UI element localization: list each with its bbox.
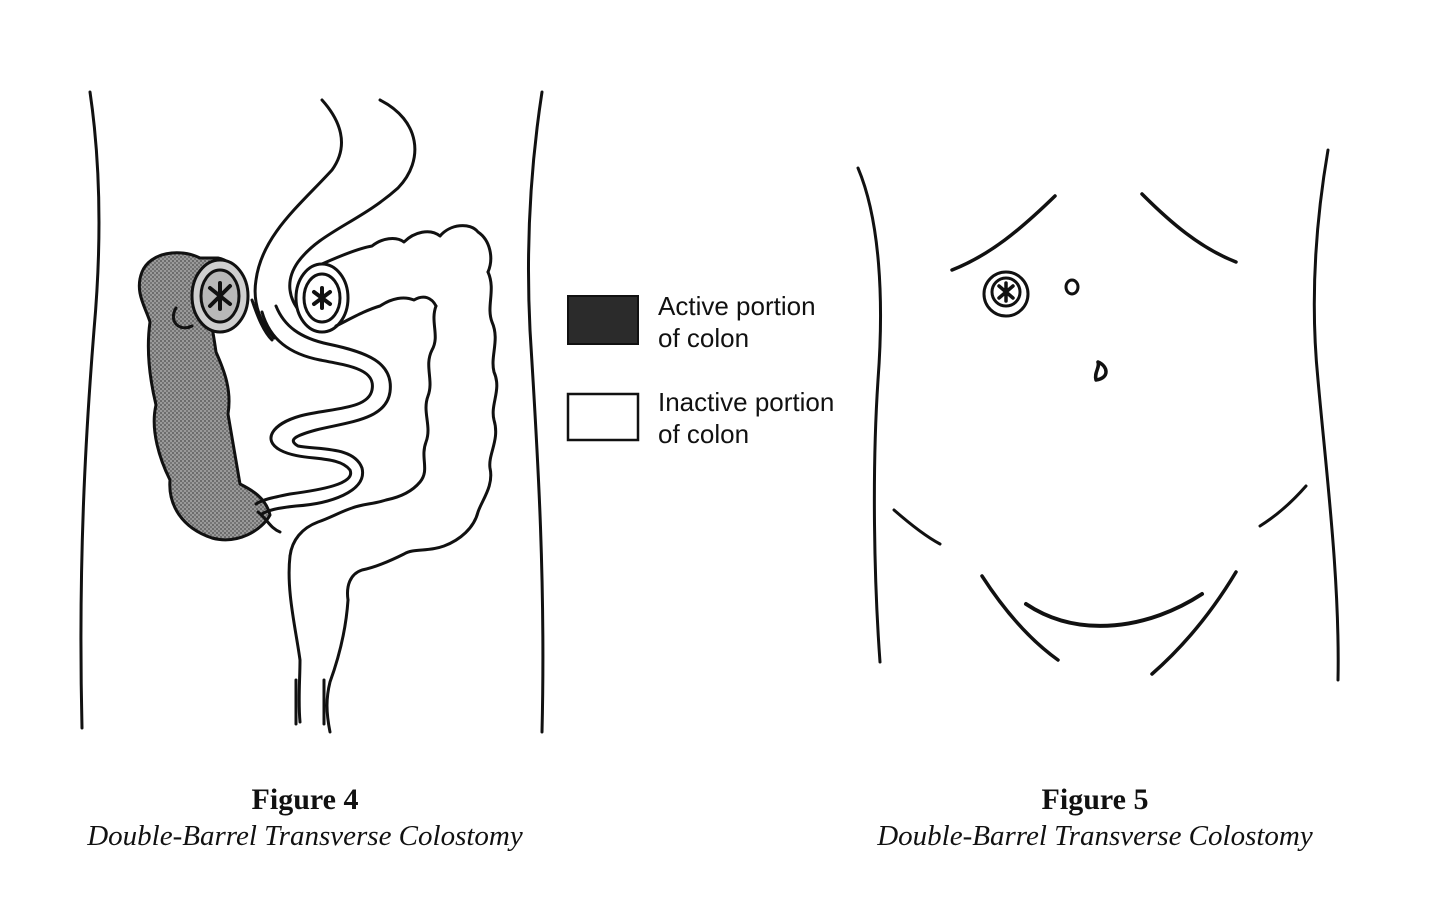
transverse-colon-top [320, 224, 493, 274]
figure-5-subtitle: Double-Barrel Transverse Colostomy [877, 820, 1313, 852]
hip-right [1258, 484, 1308, 528]
figure-4-drawing [79, 90, 545, 734]
intestine-loop-inner [260, 304, 392, 516]
rib-left [950, 194, 1057, 272]
torso-left-outline [856, 166, 883, 664]
intestine-loop-outer [254, 310, 374, 506]
pubic-curve [1024, 592, 1204, 628]
figure-4-caption: Figure 4 Double-Barrel Transverse Colost… [40, 782, 570, 854]
inactive-stoma-mark-icon [312, 286, 332, 310]
groin-right [1150, 570, 1238, 676]
stomach-outline-inner [288, 98, 417, 314]
active-colon-tail [256, 510, 282, 534]
figure-5-drawing [856, 148, 1340, 682]
descending-colon-outer [346, 270, 499, 602]
legend-inactive-swatch [566, 392, 640, 442]
figure-5-caption: Figure 5 Double-Barrel Transverse Colost… [830, 782, 1360, 854]
stoma [982, 270, 1030, 318]
figure-4-title: Figure 4 [251, 783, 359, 816]
legend [566, 295, 640, 442]
figure-4-subtitle: Double-Barrel Transverse Colostomy [87, 820, 523, 852]
legend-active-label: Active portion of colon [658, 291, 816, 353]
stomach-outline [253, 98, 343, 340]
hip-left [892, 508, 942, 546]
active-stoma-mark-icon [208, 281, 232, 311]
rectum-right [325, 598, 350, 734]
transverse-colon-bottom [334, 295, 438, 328]
active-stoma-hook [171, 306, 194, 330]
groin-left [980, 574, 1060, 662]
torso-left-outline [79, 90, 101, 730]
stoma-connector [250, 298, 274, 342]
stoma-mark-icon [997, 281, 1015, 303]
descending-colon-inner [288, 304, 438, 558]
rectum-left [287, 554, 302, 724]
navel [1093, 360, 1108, 382]
rib-right [1140, 192, 1238, 264]
stoma-ring [990, 276, 1022, 308]
legend-active-swatch [567, 295, 639, 345]
figure-5-title: Figure 5 [1041, 783, 1149, 816]
torso-right-outline [1312, 148, 1340, 682]
inactive-stoma-ring [302, 272, 342, 324]
torso-right-outline [527, 90, 545, 734]
small-opening [1064, 278, 1080, 296]
legend-inactive-label: Inactive portion of colon [658, 387, 835, 449]
